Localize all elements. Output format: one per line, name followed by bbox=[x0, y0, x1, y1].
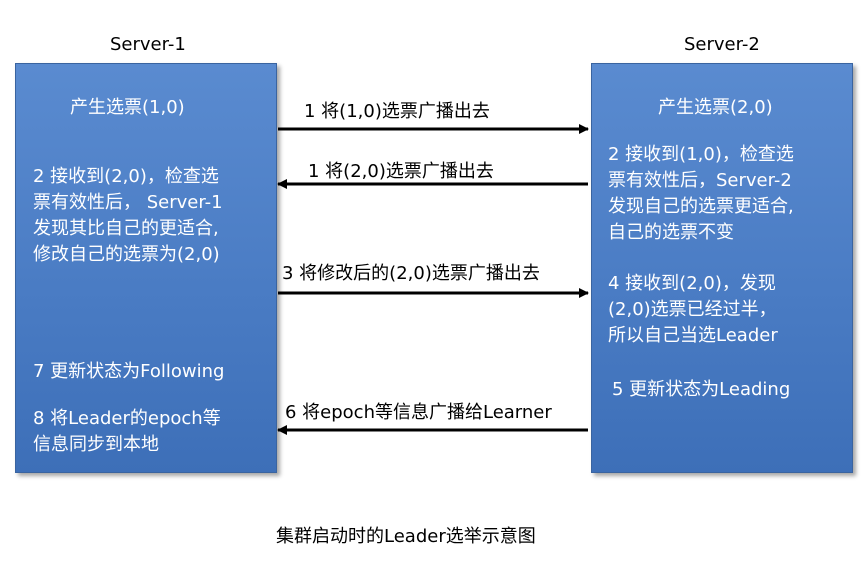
server-1-step2-line3: 发现其比自己的更适合, bbox=[33, 218, 219, 239]
server-2-step4-line2: (2,0)选票已经过半， bbox=[608, 299, 777, 320]
server-2-step2-line2: 票有效性后，Server-2 bbox=[608, 170, 792, 191]
server-1-step7: 7 更新状态为Following bbox=[33, 361, 225, 382]
arrow-4-label: 6 将epoch等信息广播给Learner bbox=[285, 402, 552, 423]
server-2-vote-init: 产生选票(2,0) bbox=[658, 97, 773, 118]
arrow-1-label: 1 将(1,0)选票广播出去 bbox=[304, 101, 490, 122]
server-2-step4-line3: 所以自己当选Leader bbox=[608, 325, 778, 346]
arrow-3-label: 3 将修改后的(2,0)选票广播出去 bbox=[282, 263, 540, 284]
server-1-step2-line1: 2 接收到(2,0)，检查选 bbox=[33, 166, 219, 187]
server-1-step8-line1: 8 将Leader的epoch等 bbox=[33, 408, 221, 429]
server-2-step2-line3: 发现自己的选票更适合, bbox=[608, 196, 794, 217]
server-2-title: Server-2 bbox=[684, 34, 760, 55]
server-1-step2-line2: 票有效性后， Server-1 bbox=[33, 192, 223, 213]
server-2-step5: 5 更新状态为Leading bbox=[612, 379, 791, 400]
server-1-step8-line2: 信息同步到本地 bbox=[33, 434, 159, 455]
server-2-step2-line1: 2 接收到(1,0)，检查选 bbox=[608, 144, 794, 165]
server-2-step2-line4: 自己的选票不变 bbox=[608, 222, 734, 243]
server-1-step2-line4: 修改自己的选票为(2,0) bbox=[33, 244, 220, 265]
diagram-caption: 集群启动时的Leader选举示意图 bbox=[276, 526, 536, 547]
arrow-2-label: 1 将(2,0)选票广播出去 bbox=[308, 161, 494, 182]
server-1-vote-init: 产生选票(1,0) bbox=[70, 97, 185, 118]
server-1-title: Server-1 bbox=[110, 34, 186, 55]
server-2-step4-line1: 4 接收到(2,0)，发现 bbox=[608, 273, 776, 294]
server-2-box bbox=[591, 63, 853, 473]
server-1-box bbox=[15, 63, 277, 473]
